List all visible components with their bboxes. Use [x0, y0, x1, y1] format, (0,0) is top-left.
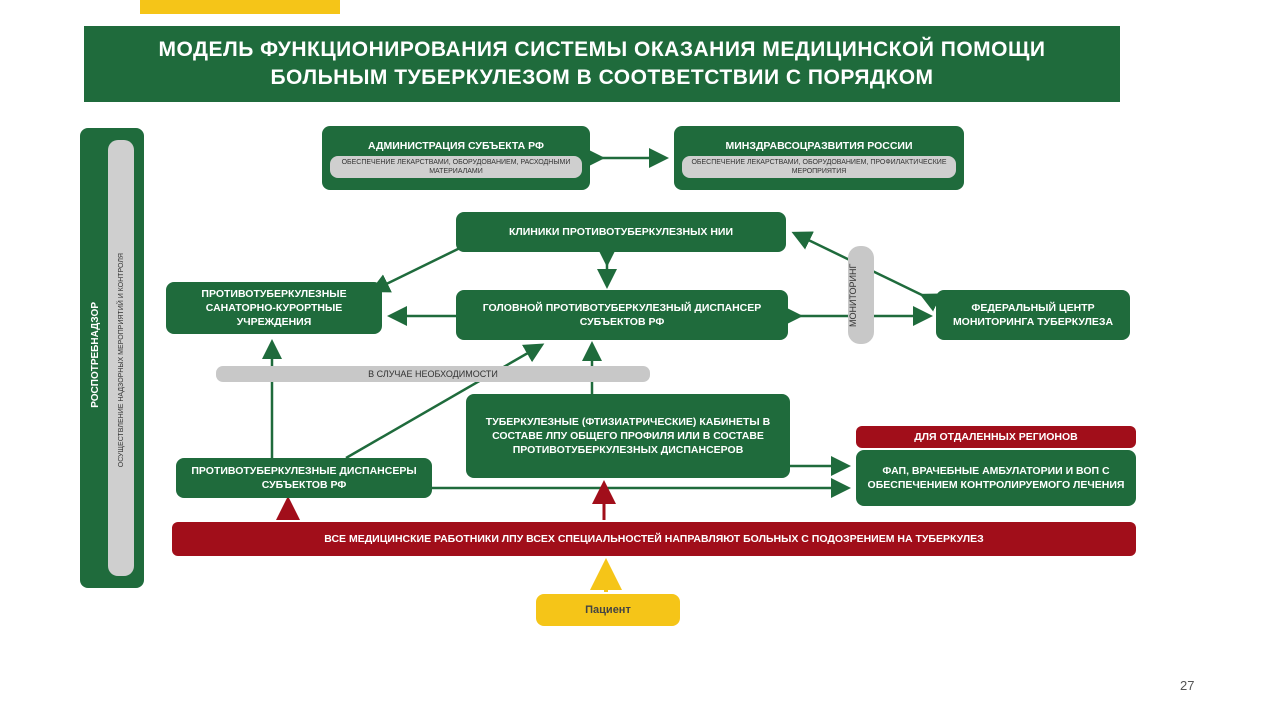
clinics-title: Клиники противотуберкулезных НИИ: [508, 226, 734, 238]
federal-center-box: Федеральный центр мониторинга туберкулез…: [936, 290, 1130, 340]
if-needed-bar: В случае необходимости: [216, 366, 650, 382]
monitoring-pill: Мониторинг: [848, 246, 874, 344]
top-accent-bar: [140, 0, 340, 14]
admin-subject-title: Администрация субъекта РФ: [368, 139, 544, 152]
title-line-1: Модель функционирования системы оказания…: [158, 38, 1046, 61]
patient-box: Пациент: [536, 594, 680, 626]
head-dispensary-title: Головной противотуберкулезный диспансер …: [482, 302, 762, 328]
page-number: 27: [1180, 678, 1195, 693]
rospotrebnadzor-inner: [108, 140, 134, 576]
federal-center-title: Федеральный центр мониторинга туберкулез…: [952, 302, 1114, 328]
admin-subject-box: Администрация субъекта РФ обеспечение ле…: [322, 126, 590, 190]
fap-box: ФАП, врачебные амбулатории и ВОП с обесп…: [856, 450, 1136, 506]
admin-subject-sub: обеспечение лекарствами, оборудованием, …: [330, 155, 582, 178]
head-dispensary-box: Головной противотуберкулезный диспансер …: [456, 290, 788, 340]
minzdrav-sub: обеспечение лекарствами, оборудованием, …: [682, 155, 956, 178]
monitoring-label: Мониторинг: [848, 263, 858, 327]
dispensaries-subjects-title: Противотуберкулезные диспансеры субъекто…: [191, 465, 417, 491]
minzdrav-box: Минздравсоцразвития России обеспечение л…: [674, 126, 964, 190]
all-workers-text: Все медицинские работники ЛПУ всех специ…: [324, 533, 984, 545]
dispensaries-subjects-box: Противотуберкулезные диспансеры субъекто…: [176, 458, 432, 498]
patient-label: Пациент: [585, 604, 631, 616]
title-line-2: больным туберкулезом в соответствии с по…: [270, 66, 934, 89]
if-needed-label: В случае необходимости: [368, 369, 498, 379]
all-workers-bar: Все медицинские работники ЛПУ всех специ…: [172, 522, 1136, 556]
slide-title: Модель функционирования системы оказания…: [84, 26, 1120, 102]
cabinets-box: Туберкулезные (фтизиатрические) кабинеты…: [466, 394, 790, 478]
clinics-box: Клиники противотуберкулезных НИИ: [456, 212, 786, 252]
fap-title: ФАП, врачебные амбулатории и ВОП с обесп…: [867, 465, 1125, 491]
remote-regions-text: Для отдаленных регионов: [914, 431, 1078, 443]
cabinets-title: Туберкулезные (фтизиатрические) кабинеты…: [485, 416, 771, 456]
sanatorium-box: Противотуберкулезные санаторно-курортные…: [166, 282, 382, 334]
sanatorium-title: Противотуберкулезные санаторно-курортные…: [201, 288, 347, 328]
remote-regions-label: Для отдаленных регионов: [856, 426, 1136, 448]
minzdrav-title: Минздравсоцразвития России: [725, 139, 913, 152]
